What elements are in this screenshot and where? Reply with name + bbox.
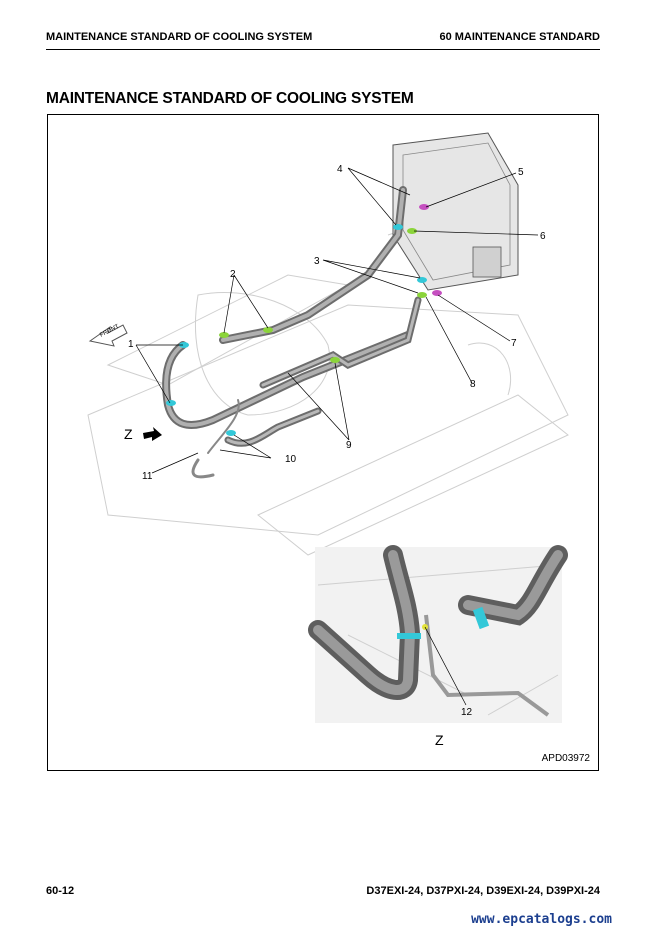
callout-10: 10: [285, 454, 297, 465]
model-list: D37EXI-24, D37PXI-24, D39EXI-24, D39PXI-…: [366, 885, 600, 897]
callout-3: 3: [314, 256, 320, 267]
figure-frame: FRONT 1 2 3 4 5 6 7 8 9 10: [47, 114, 599, 771]
callout-11: 11: [142, 471, 153, 482]
page-number: 60-12: [46, 885, 75, 897]
header-chapter-title: 60 MAINTENANCE STANDARD: [439, 31, 600, 43]
detail-view-z: 12: [308, 545, 568, 723]
view-z-arrow-icon: [143, 427, 162, 441]
view-z-label: Z: [124, 426, 133, 442]
callout-labels: 1 2 3 4 5 6 7 8 9 10 11: [128, 164, 546, 482]
radiator: [392, 132, 519, 291]
clamp-markers: [166, 204, 442, 436]
figure-code: APD03972: [541, 753, 590, 764]
hose-group: [162, 186, 422, 479]
callout-6: 6: [540, 231, 546, 242]
callout-9: 9: [346, 440, 352, 451]
cooling-system-diagram: FRONT 1 2 3 4 5 6 7 8 9 10: [87, 132, 569, 748]
leader-lines: [135, 167, 539, 474]
callout-12: 12: [461, 707, 473, 718]
callout-2: 2: [230, 269, 236, 280]
callout-8: 8: [470, 379, 476, 390]
page-header: MAINTENANCE STANDARD OF COOLING SYSTEM 6…: [46, 31, 600, 50]
callout-7: 7: [511, 338, 517, 349]
header-section-title: MAINTENANCE STANDARD OF COOLING SYSTEM: [46, 31, 313, 43]
callout-1: 1: [128, 339, 134, 350]
callout-4: 4: [337, 164, 343, 175]
detail-view-z-label: Z: [435, 732, 444, 748]
front-arrow-icon: FRONT: [88, 324, 128, 347]
callout-5: 5: [518, 167, 524, 178]
watermark-link[interactable]: www.epcatalogs.com: [471, 912, 612, 927]
page-title: MAINTENANCE STANDARD OF COOLING SYSTEM: [46, 90, 414, 107]
